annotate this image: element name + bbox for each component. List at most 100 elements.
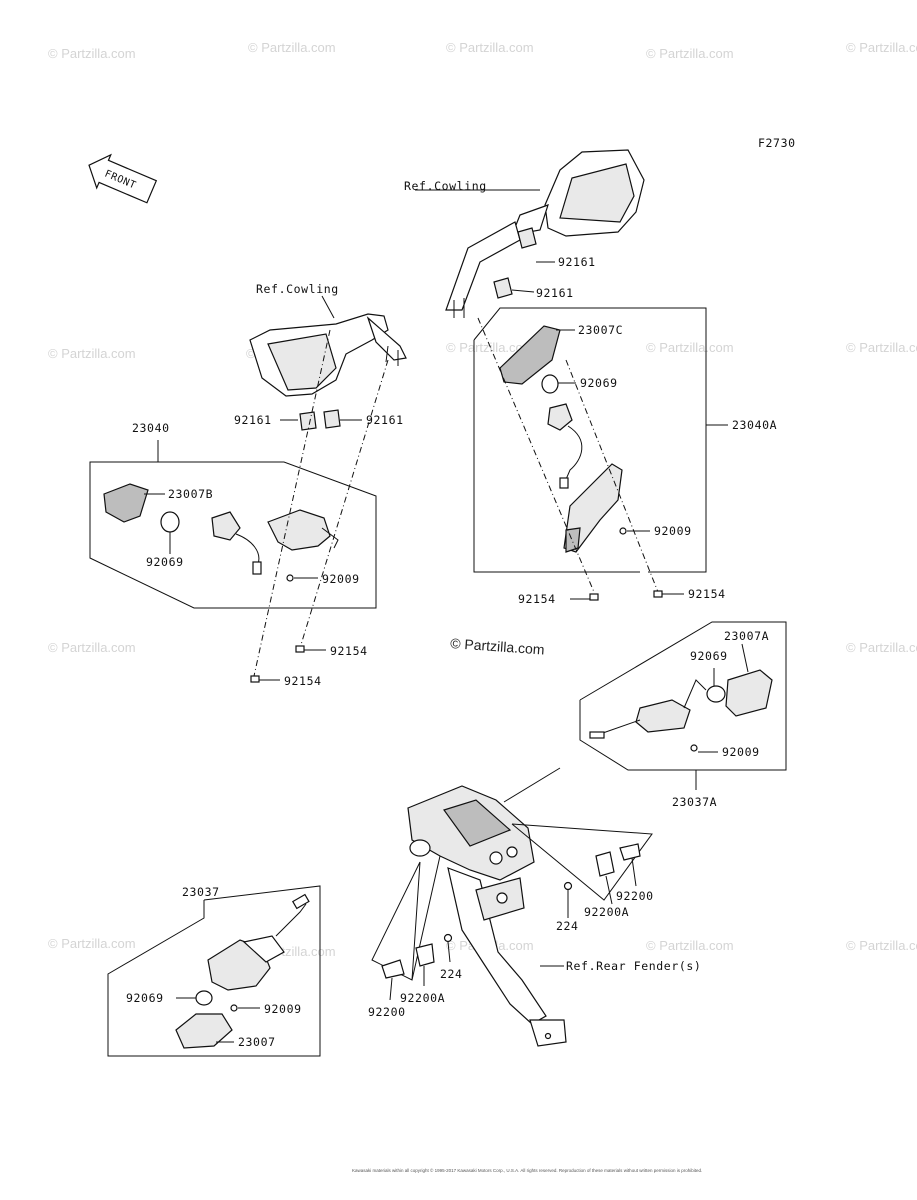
watermark: © Partzilla.com xyxy=(48,936,136,951)
watermark: © Partzilla.com xyxy=(48,46,136,61)
watermark: © Partzilla.com xyxy=(446,340,534,355)
nut-shape xyxy=(563,881,573,891)
guide-lines xyxy=(511,823,653,901)
socket-shape xyxy=(547,403,573,431)
screw-shape xyxy=(286,574,294,582)
bracket-23040A xyxy=(648,425,707,573)
watermark: © Partzilla.com xyxy=(248,40,336,55)
part-92069-label: 92069 xyxy=(146,555,184,569)
connector-shape xyxy=(589,731,605,739)
screw-shape xyxy=(690,744,698,752)
ref-rear-fender-label: Ref.Rear Fender(s) xyxy=(566,959,701,973)
plate-92200-shape xyxy=(381,959,405,979)
part-92200A-label: 92200A xyxy=(584,905,629,919)
part-92154-label: 92154 xyxy=(518,592,556,606)
mirror-right-drawing xyxy=(445,149,645,318)
leader xyxy=(605,875,613,905)
watermark: © Partzilla.com xyxy=(846,340,917,355)
part-92154-label: 92154 xyxy=(688,587,726,601)
part-224-label: 224 xyxy=(440,967,463,981)
bracket-92200A-shape xyxy=(595,851,615,877)
screw-shape xyxy=(619,527,627,535)
part-23007C-label: 23007C xyxy=(578,323,623,337)
lens-23007-shape xyxy=(175,1013,233,1049)
watermark: © Partzilla.com xyxy=(646,938,734,953)
housing-shape xyxy=(321,527,339,549)
guide-lines xyxy=(411,855,441,981)
ref-cowling-right-label: Ref.Cowling xyxy=(404,179,487,193)
lens-23007B-shape xyxy=(103,483,149,523)
bulb-shape xyxy=(195,990,213,1006)
leader xyxy=(631,857,637,887)
leader xyxy=(503,767,561,803)
mirror-left-drawing xyxy=(249,313,407,397)
guide-line xyxy=(253,329,331,677)
plate-92200-shape xyxy=(619,843,641,861)
screw-shape xyxy=(230,1004,238,1012)
wire-shape xyxy=(235,533,260,565)
watermark: © Partzilla.com xyxy=(846,938,917,953)
bracket-23040A xyxy=(473,307,707,425)
figure-code: F2730 xyxy=(758,136,796,150)
connector-shape xyxy=(559,477,569,489)
nut-shape xyxy=(443,933,453,943)
front-arrow-icon: FRONT xyxy=(88,153,158,204)
part-23037-label: 23037 xyxy=(182,885,220,899)
copyright-text: Kawasaki materials within all copyright … xyxy=(352,1167,702,1173)
part-92009-label: 92009 xyxy=(322,572,360,586)
leader xyxy=(447,941,451,963)
part-23007A-label: 23007A xyxy=(724,629,769,643)
screw-shape xyxy=(295,645,305,653)
watermark: © Partzilla.com xyxy=(846,40,917,55)
part-92154-label: 92154 xyxy=(330,644,368,658)
bracket-92200A-shape xyxy=(415,943,435,967)
part-92009-label: 92009 xyxy=(722,745,760,759)
leader xyxy=(389,977,393,1001)
bulb-shape xyxy=(706,685,726,703)
part-92009-label: 92009 xyxy=(654,524,692,538)
bracket-23040 xyxy=(89,440,377,609)
screw-shape xyxy=(250,675,260,683)
bulb-shape xyxy=(160,511,180,533)
part-92009-label: 92009 xyxy=(264,1002,302,1016)
ref-cowling-left-label: Ref.Cowling xyxy=(256,282,339,296)
part-23007-label: 23007 xyxy=(238,1035,276,1049)
bracket-23037 xyxy=(107,885,321,1057)
housing-shape xyxy=(565,527,581,553)
grommet-shape xyxy=(517,227,537,249)
socket-shape xyxy=(211,511,241,541)
watermark: © Partzilla.com xyxy=(646,46,734,61)
part-92069-label: 92069 xyxy=(690,649,728,663)
part-92200A-label: 92200A xyxy=(400,991,445,1005)
guide-line xyxy=(565,359,659,593)
part-23040A-label: 23040A xyxy=(732,418,777,432)
screw-shape xyxy=(653,590,663,598)
socket-shape xyxy=(635,699,691,733)
part-92200-label: 92200 xyxy=(616,889,654,903)
part-23040-label: 23040 xyxy=(132,421,170,435)
part-92069-label: 92069 xyxy=(580,376,618,390)
watermark: © Partzilla.com xyxy=(48,640,136,655)
wire-shape xyxy=(563,425,583,485)
leader xyxy=(511,289,535,293)
housing-shape xyxy=(267,509,331,551)
part-92161-label: 92161 xyxy=(536,286,574,300)
watermark: © Partzilla.com xyxy=(846,640,917,655)
watermark: © Partzilla.com xyxy=(646,340,734,355)
housing-shape xyxy=(683,679,707,709)
part-224-label: 224 xyxy=(556,919,579,933)
screw-shape xyxy=(589,593,599,601)
bracket-23037A xyxy=(579,621,787,771)
part-92161-label: 92161 xyxy=(234,413,272,427)
part-92154-label: 92154 xyxy=(284,674,322,688)
part-92161-label: 92161 xyxy=(558,255,596,269)
bracket-23040A xyxy=(473,340,640,573)
part-23037A-label: 23037A xyxy=(672,795,717,809)
guide-line xyxy=(477,317,595,593)
wire-shape xyxy=(275,903,307,937)
watermark: © Partzilla.com xyxy=(446,40,534,55)
part-92069-label: 92069 xyxy=(126,991,164,1005)
housing-shape xyxy=(242,935,285,963)
wire-shape xyxy=(599,719,641,735)
leader xyxy=(321,295,335,319)
